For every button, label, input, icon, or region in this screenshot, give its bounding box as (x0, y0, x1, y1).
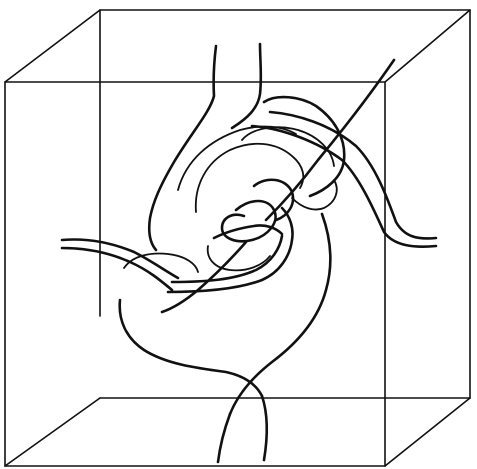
lower-band-inner (172, 236, 282, 282)
knotted-tube (62, 44, 436, 462)
lower-band-left-cap (124, 254, 198, 272)
cube-depth-top-right-edge (385, 10, 470, 82)
cube-depth-top-left-edge (5, 10, 100, 82)
lower-bulb-left (120, 300, 262, 396)
bottom-left-strand (218, 414, 230, 462)
top-right-strand (232, 44, 261, 128)
central-knot-loop-a (222, 201, 276, 241)
cube-depth-bottom-right-edge (385, 398, 470, 466)
diagonal-needle-strand (266, 60, 394, 220)
cube-depth-bottom-left-edge (5, 398, 100, 466)
bottom-right-strand (262, 396, 267, 460)
